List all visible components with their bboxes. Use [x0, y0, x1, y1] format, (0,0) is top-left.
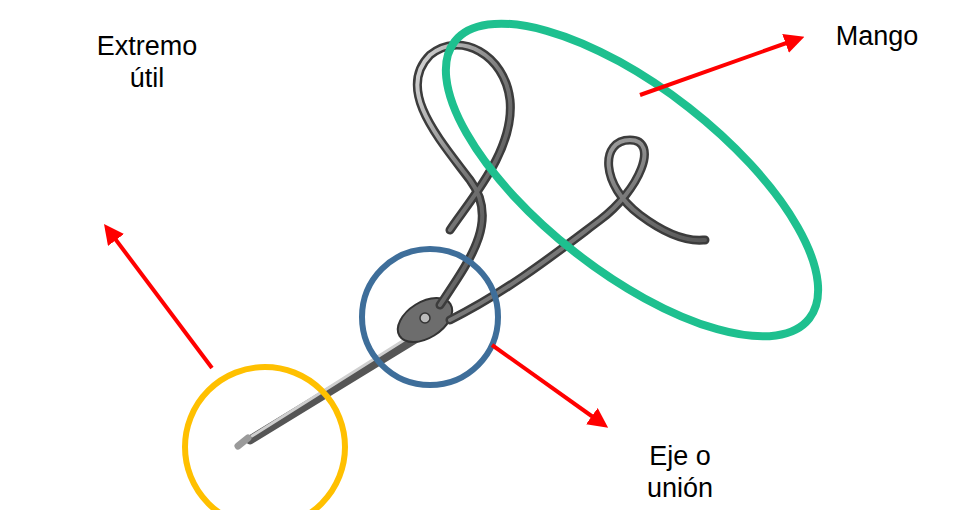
- joint-ring: [362, 249, 498, 385]
- joint-screw: [420, 313, 430, 323]
- part-label: Eje o unión: [630, 440, 730, 504]
- jaw-tip: [238, 438, 248, 446]
- leader-arrow: [492, 345, 600, 422]
- part-label: Mango: [812, 20, 942, 52]
- leader-arrow: [110, 232, 212, 368]
- tip-ring: [185, 367, 345, 510]
- leader-arrow: [640, 40, 795, 95]
- handle-ring: [398, 0, 866, 391]
- part-label: Extremo útil: [92, 30, 202, 94]
- scissors-instrument: [238, 45, 705, 446]
